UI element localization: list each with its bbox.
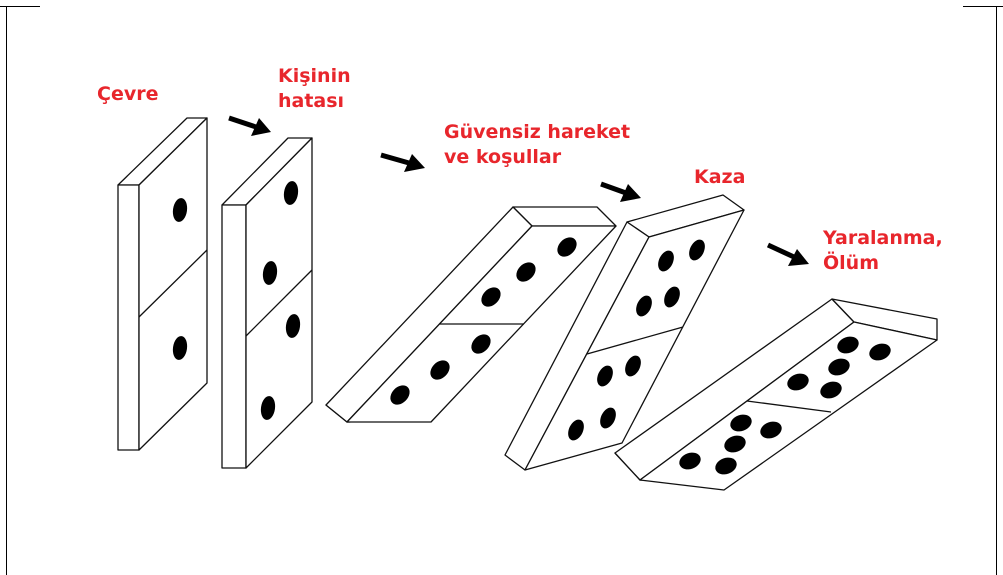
domino-2 xyxy=(221,137,313,469)
arrow-1 xyxy=(228,115,271,136)
arrow-3 xyxy=(600,181,641,202)
domino-5-pip xyxy=(715,457,737,475)
arrow-1-shaft xyxy=(228,115,257,130)
arrow-4-shaft xyxy=(766,242,796,260)
domino-4-pip xyxy=(636,295,652,317)
domino-3-pip xyxy=(557,237,577,257)
arrow-4-head xyxy=(788,249,809,266)
arrow-2-shaft xyxy=(380,152,410,166)
arrow-3-head xyxy=(620,184,641,202)
arrow-2-head xyxy=(404,154,425,172)
domino-4-pip xyxy=(658,250,674,272)
label-kaza: Kaza xyxy=(694,166,746,188)
arrow-2 xyxy=(380,152,425,172)
label-yaralanma-line2: Ölüm xyxy=(823,252,879,274)
arrow-4 xyxy=(766,242,809,266)
domino-5-divider xyxy=(746,400,832,413)
domino-2-side xyxy=(221,204,247,469)
domino-4-pip xyxy=(625,355,641,377)
domino-4-pip xyxy=(689,239,705,261)
domino-5-pip xyxy=(828,358,850,376)
domino-3-pip xyxy=(390,385,410,405)
domino-1-divider xyxy=(138,249,208,318)
label-kisinin-hatasi-line1: Kişinin xyxy=(278,65,351,87)
domino-4-pip xyxy=(568,419,584,441)
domino-4-pip xyxy=(597,365,613,387)
label-kisinin-hatasi-line2: hatası xyxy=(278,90,345,112)
domino-4 xyxy=(504,194,745,471)
domino-4-divider xyxy=(586,326,684,355)
domino-5-pip xyxy=(730,414,752,432)
domino-1 xyxy=(117,117,208,451)
domino-3-pip xyxy=(516,262,536,282)
domino-3-pip xyxy=(471,334,491,354)
domino-5 xyxy=(614,298,938,491)
domino-5-pip xyxy=(760,421,782,439)
domino-1-pip xyxy=(172,198,188,222)
domino-2-divider xyxy=(245,269,313,337)
arrow-1-head xyxy=(251,118,271,136)
domino-2-pip xyxy=(285,314,301,338)
page-frame xyxy=(0,6,1003,575)
label-cevre: Çevre xyxy=(97,83,159,105)
label-guvensiz-hareket-line2: ve koşullar xyxy=(444,146,562,168)
label-yaralanma-olum: Yaralanma, Ölüm xyxy=(823,226,943,276)
domino-5-pip xyxy=(787,373,809,391)
domino-5-pip xyxy=(869,343,891,361)
domino-5-pip xyxy=(837,336,859,354)
label-yaralanma-line1: Yaralanma, xyxy=(823,227,943,249)
domino-4-pip xyxy=(664,286,680,308)
domino-5-pip xyxy=(820,381,842,399)
domino-1-pip xyxy=(172,336,188,360)
label-guvensiz-hareket: Güvensiz hareket ve koşullar xyxy=(444,120,630,170)
domino-4-pip xyxy=(600,407,616,429)
domino-3-pip xyxy=(430,360,450,380)
label-guvensiz-hareket-line1: Güvensiz hareket xyxy=(444,121,631,143)
domino-5-pip xyxy=(679,452,701,470)
domino-3-pip xyxy=(481,287,501,307)
domino-2-pip xyxy=(260,396,276,420)
domino-1-side xyxy=(117,184,140,451)
domino-5-pip xyxy=(724,435,746,453)
domino-3 xyxy=(325,206,617,423)
domino-2-pip xyxy=(283,181,299,205)
domino-2-pip xyxy=(262,261,278,285)
label-kisinin-hatasi: Kişinin hatası xyxy=(278,64,351,114)
arrow-3-shaft xyxy=(600,181,627,196)
